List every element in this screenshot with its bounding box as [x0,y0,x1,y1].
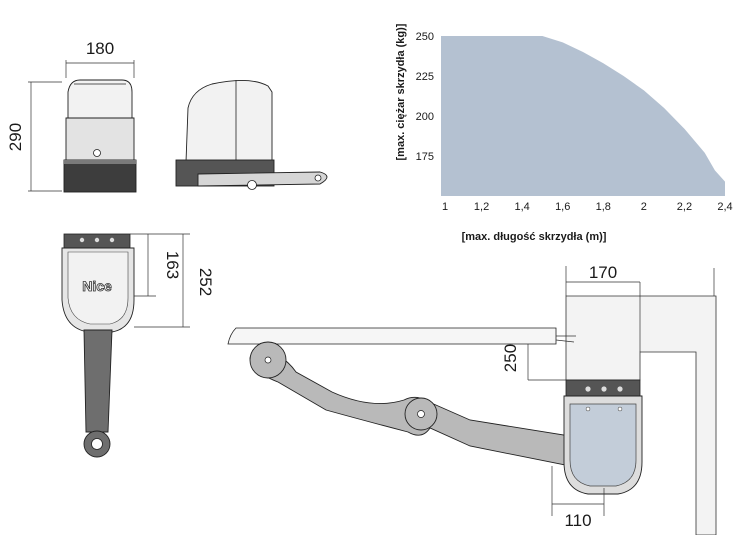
chart-x-tick-label: 2,2 [677,201,692,213]
top-view: Nice 163 252 [61,233,215,458]
chart-x-tick-label: 1 [442,201,448,213]
chart-y-axis-label: [max. ciężar skrzydła (kg)] [395,23,407,160]
dim-front-width: 180 [86,39,114,58]
chart-x-tick-label: 2 [641,201,647,213]
chart-y-tick-label: 200 [416,111,434,123]
chart-x-tick-label: 1,6 [555,201,570,213]
weight-length-chart: 1 1,2 1,4 1,6 1,8 2 2,2 2,4 250 225 200 175 [max. … [395,23,733,243]
brand-logo: Nice [82,278,112,294]
chart-x-tick-label: 1,4 [514,201,529,213]
installation-view: 170 250 110 [227,263,717,535]
chart-area-series [441,36,725,196]
side-view [175,80,328,190]
side-view-arm [197,171,328,187]
chart-x-tick-label: 2,4 [717,201,732,213]
dim-front-height: 290 [6,123,25,151]
chart-x-tick-label: 1,8 [596,201,611,213]
top-view-arm [83,329,113,433]
chart-y-tick-label: 225 [416,71,434,83]
dim-top-depth: 163 [163,251,182,279]
chart-x-axis-label: [max. długość skrzydła (m)] [462,231,607,243]
operator-cover [569,403,637,487]
front-view: 180 290 [6,39,137,193]
chart-y-tick-label: 175 [416,151,434,163]
dim-top-total: 252 [196,268,215,296]
gate-leaf [227,327,557,345]
release-lock-icon [93,149,101,157]
dim-install-width: 110 [564,511,591,530]
dim-install-offset-x: 170 [589,263,617,282]
side-view-cover [185,80,273,163]
dim-install-offset-y: 250 [501,344,520,372]
chart-x-tick-label: 1,2 [474,201,489,213]
chart-y-tick-label: 250 [416,31,434,43]
front-view-base [63,159,137,193]
